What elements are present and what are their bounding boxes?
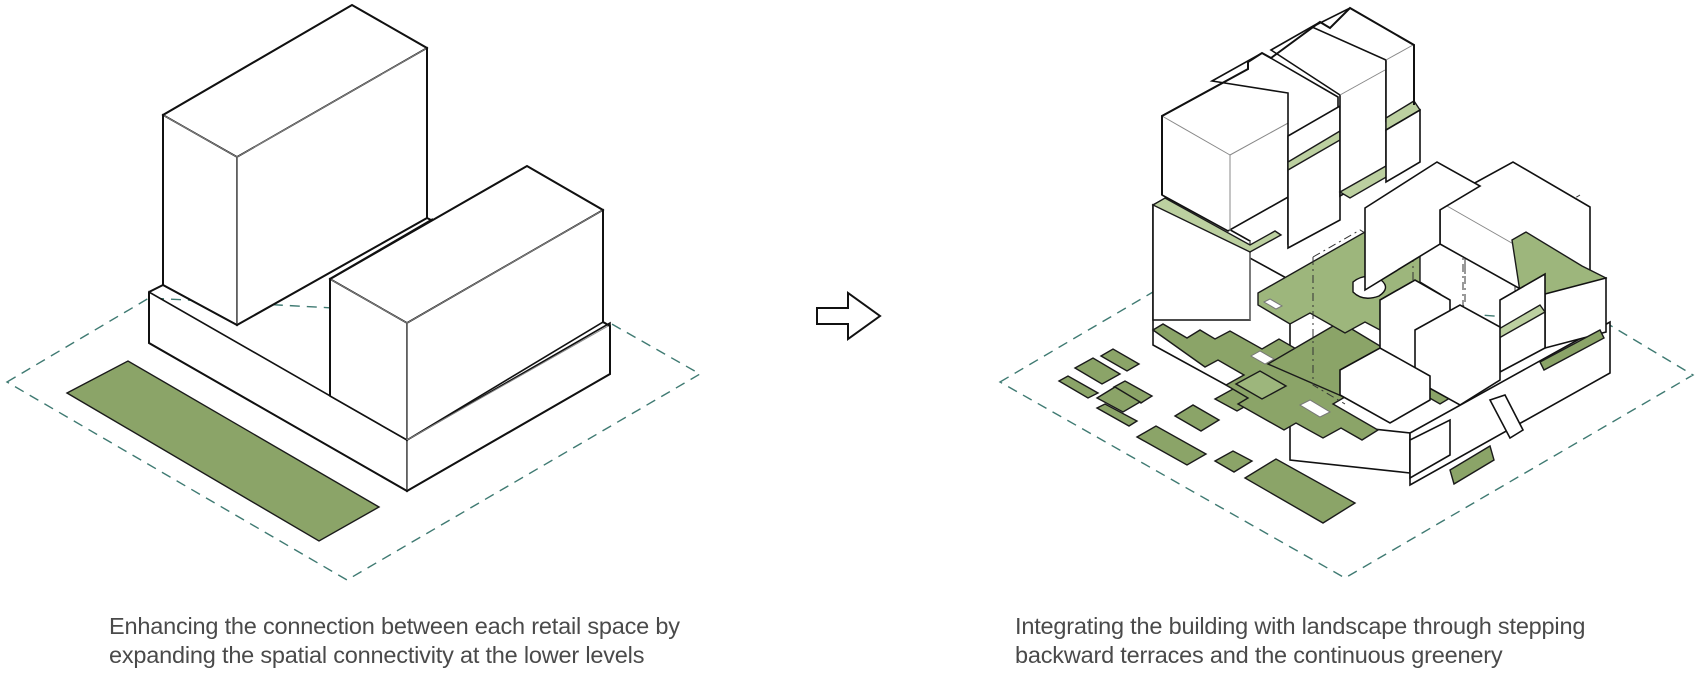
east-block (1364, 161, 1608, 374)
caption-before-line-1: Enhancing the connection between each re… (109, 613, 680, 639)
panel-before (5, 3, 702, 581)
caption-before-line-2: expanding the spatial connectivity at th… (109, 642, 645, 668)
site-boundary-left (5, 297, 702, 581)
transition-arrow (816, 291, 882, 341)
ground-green-patches (1057, 348, 1357, 524)
podium-base (148, 290, 611, 493)
central-blocks (1339, 279, 1525, 486)
caption-before: Enhancing the connection between each re… (109, 612, 680, 670)
right-arrow-outline-icon (816, 291, 882, 341)
green-strip (65, 360, 381, 542)
panel-after (998, 6, 1695, 579)
block-right (148, 164, 611, 493)
caption-after: Integrating the building with landscape … (1015, 612, 1585, 670)
tower-left (148, 3, 434, 327)
tower-cluster (1161, 6, 1421, 250)
caption-after-line-2: backward terraces and the continuous gre… (1015, 642, 1503, 668)
site-boundary-right (998, 291, 1695, 579)
caption-after-line-1: Integrating the building with landscape … (1015, 613, 1586, 639)
